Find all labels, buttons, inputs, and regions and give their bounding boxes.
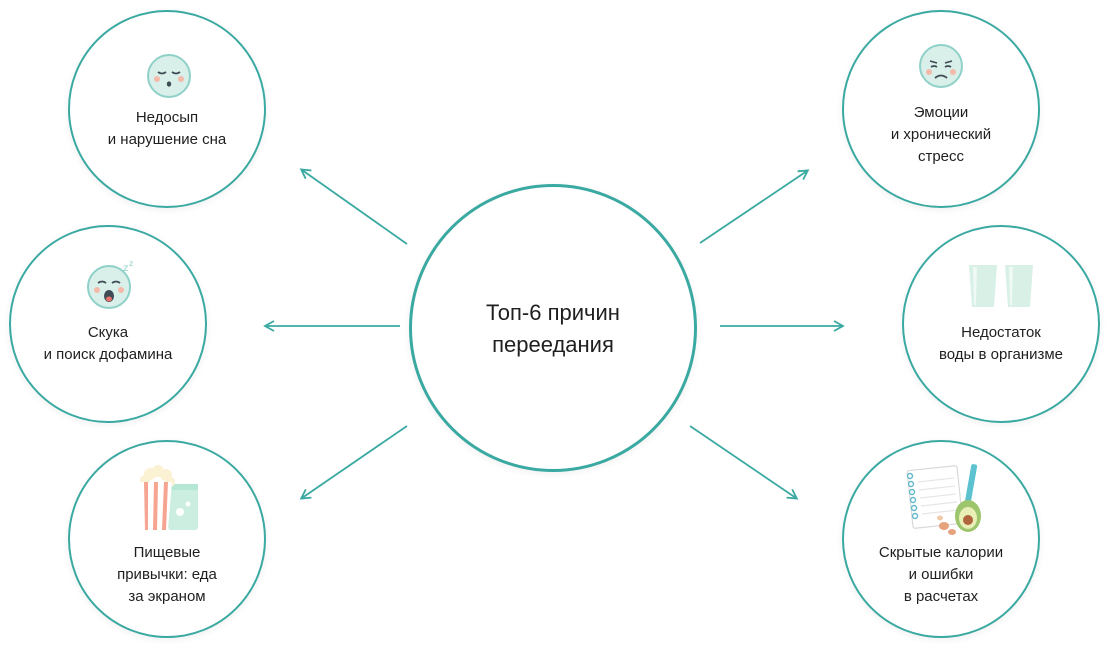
cause-sleep: Недосып и нарушение сна [68, 10, 266, 208]
sad-face-icon [919, 44, 963, 88]
yawning-face-icon: z z [87, 259, 133, 309]
cause-calories: Скрытые калории и ошибки в расчетах [842, 440, 1040, 638]
popcorn-drink-icon [140, 465, 198, 530]
arrow-to-calories [689, 425, 799, 500]
arrow-to-stress [699, 169, 810, 244]
cause-label: Недосып и нарушение сна [107, 109, 227, 148]
cause-label: Скука и поиск дофамина [43, 324, 173, 363]
center-circle: Топ-6 причин переедания [409, 184, 697, 472]
cause-boredom: z z Скука и поиск дофамина [9, 225, 207, 423]
water-glasses-icon [969, 265, 1033, 307]
svg-text:z: z [129, 259, 133, 268]
cause-label: Пищевые привычки: еда за экраном [117, 544, 217, 605]
sleepy-face-icon [147, 54, 191, 98]
cause-stress: Эмоции и хронический стресс [842, 10, 1040, 208]
cause-habits: Пищевые привычки: еда за экраном [68, 440, 266, 638]
svg-text:z: z [123, 263, 128, 274]
arrow-to-habits [299, 425, 408, 500]
cause-label: Недостаток воды в организме [938, 324, 1063, 363]
notebook-avocado-icon [906, 464, 981, 535]
center-title: Топ-6 причин переедания [486, 300, 620, 357]
arrow-to-sleep [299, 168, 408, 245]
cause-water: Недостаток воды в организме [902, 225, 1100, 423]
cause-label: Скрытые калории и ошибки в расчетах [878, 544, 1004, 605]
cause-label: Эмоции и хронический стресс [890, 104, 992, 165]
